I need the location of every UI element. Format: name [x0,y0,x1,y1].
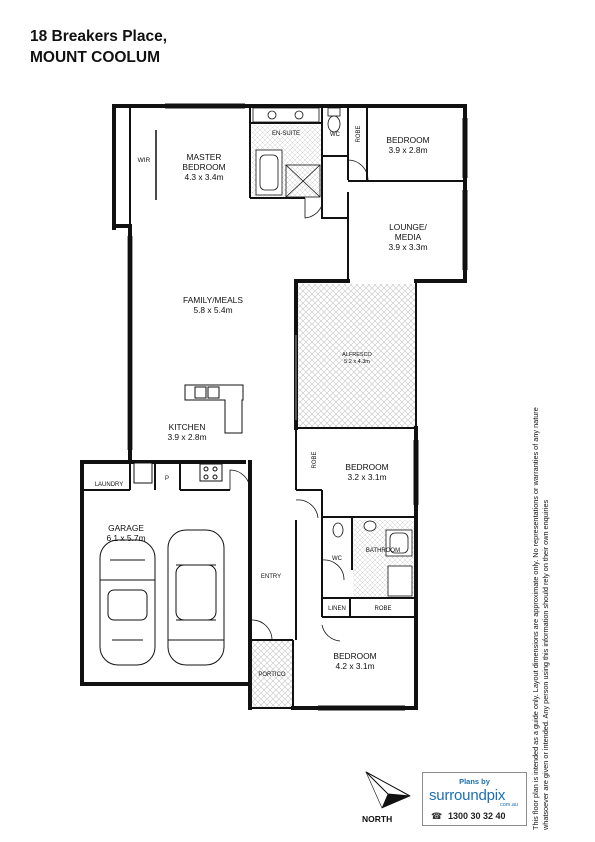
lounge-name1: LOUNGE/ [389,222,427,232]
family-dims: 5.8 x 5.4m [193,305,232,315]
lounge-dims: 3.9 x 3.3m [388,242,427,252]
bathroom-fixtures [332,520,413,597]
logo-brand: surroundpix [429,787,506,804]
robe-label: ROBE [356,125,362,142]
bedroom2-dims: 3.9 x 2.8m [388,145,427,155]
entry-label: ENTRY [261,574,281,580]
logo-domain: com.au [499,802,518,808]
master-dims: 4.3 x 3.4m [184,172,223,182]
wir-label: WIR [138,157,151,164]
bathroom-label: BATHROOM [366,548,400,554]
kitchen-fixtures [133,384,244,484]
north-arrow-icon [365,771,411,809]
bedroom4-dims: 4.2 x 3.1m [335,661,374,671]
pantry-label: P [165,476,169,482]
master-name2: BEDROOM [182,162,225,172]
windows [127,103,468,711]
wc2-label: WC [332,556,343,562]
north-label: NORTH [362,814,393,824]
bedroom3-name: BEDROOM [345,462,388,472]
family-name: FAMILY/MEALS [183,295,243,305]
portico-area [251,641,293,708]
address-suburb: MOUNT COOLUM [30,49,161,66]
kitchen-name: KITCHEN [169,422,206,432]
car-left [99,539,156,666]
ensuite-fixtures [252,107,341,198]
kitchen-dims: 3.9 x 2.8m [167,432,206,442]
address-street: 18 Breakers Place, [30,28,168,45]
property-address: 18 Breakers Place, MOUNT COOLUM [30,26,167,68]
robe4-label: ROBE [374,606,391,612]
portico-label: PORTICO [258,672,286,678]
logo-plans-by: Plans by [459,777,490,786]
bedroom2-name: BEDROOM [386,135,429,145]
laundry-label: LAUNDRY [95,482,124,488]
walls [80,104,467,710]
surroundpix-logo: Plans by surroundpix com.au ☎ 1300 30 32… [422,772,527,826]
disclaimer-line1: This floor plan is intended as a guide o… [531,407,540,830]
interior-walls [82,106,465,708]
bedroom3-dims: 3.2 x 3.1m [347,472,386,482]
disclaimer-line2: whatsoever are given or intended. Any pe… [541,499,550,830]
garage-dims: 6.1 x 5.7m [106,533,145,543]
garage-name: GARAGE [108,523,144,533]
alfresco-dims: 5.2 x 4.3m [344,359,370,365]
linen-label: LINEN [328,606,346,612]
master-name1: MASTER [187,152,222,162]
robe3-label: ROBE [312,451,318,468]
car-right [167,529,225,666]
alfresco-area [298,284,416,428]
bedroom4-name: BEDROOM [333,651,376,661]
disclaimer: This floor plan is intended as a guide o… [531,360,561,830]
doors [229,159,369,642]
alfresco-name: ALFRESCO [342,352,372,358]
logo-phone: 1300 30 32 40 [448,811,506,821]
ensuite-label: EN-SUITE [272,131,300,137]
phone-icon: ☎ [431,811,443,821]
lounge-name2: MEDIA [395,232,422,242]
wc-label: WC [330,132,341,138]
